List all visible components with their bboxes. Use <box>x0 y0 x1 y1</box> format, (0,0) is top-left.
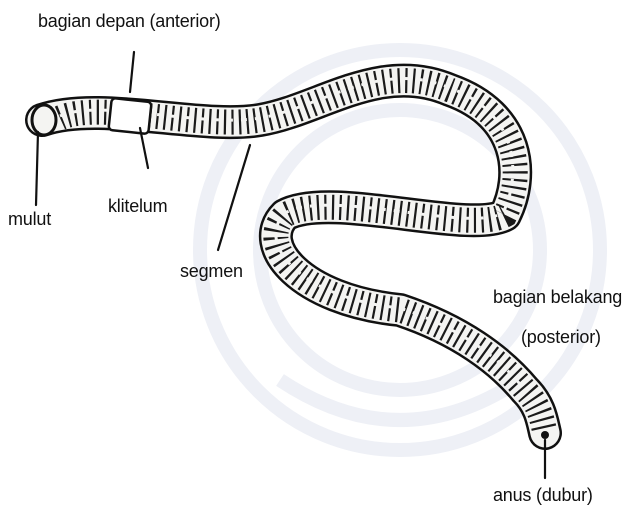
clitellum-band <box>108 98 151 134</box>
pointer-mulut <box>36 132 38 205</box>
pointer-anterior <box>130 52 134 92</box>
label-anterior: bagian depan (anterior) <box>38 12 221 32</box>
label-mulut: mulut <box>8 210 51 230</box>
label-anus: anus (dubur) <box>493 486 593 506</box>
label-klitelum: klitelum <box>108 197 167 217</box>
label-posterior-line2: (posterior) <box>521 328 601 348</box>
label-segmen: segmen <box>180 262 243 282</box>
label-posterior-line1: bagian belakang <box>493 288 622 308</box>
worm-tail <box>541 431 549 439</box>
worm-head <box>32 105 56 135</box>
